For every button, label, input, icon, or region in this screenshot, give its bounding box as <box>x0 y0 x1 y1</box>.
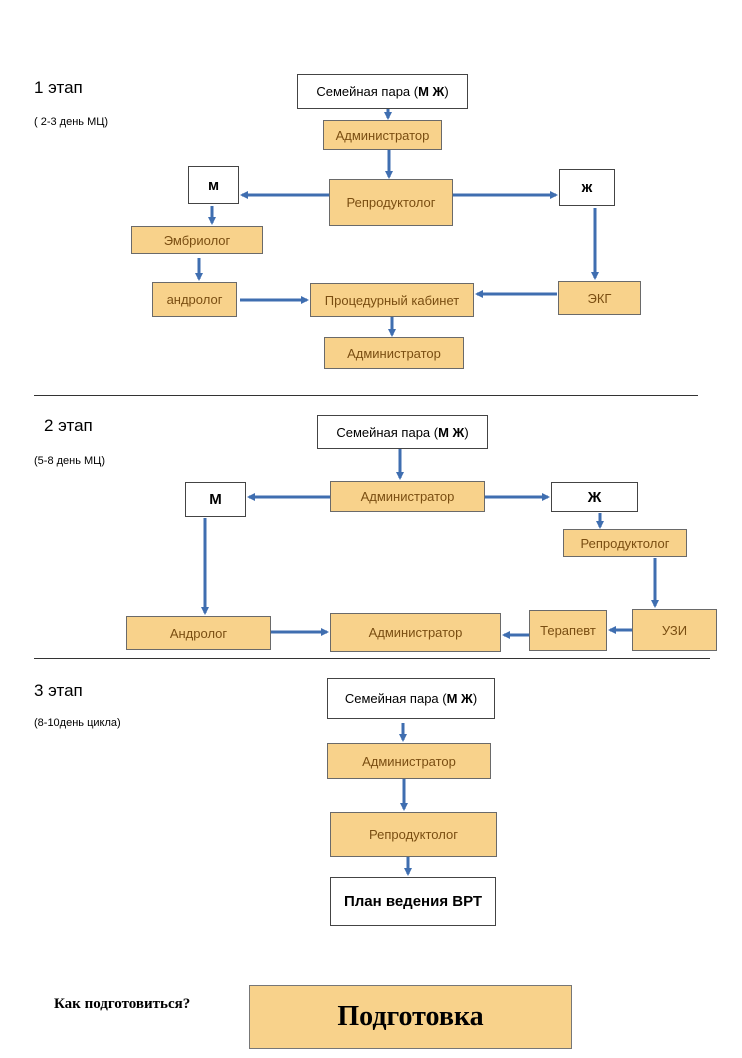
stage1-administrator-top: Администратор <box>323 120 442 150</box>
separator-2 <box>34 658 710 659</box>
preparation-button[interactable]: Подготовка <box>249 985 572 1049</box>
couple-prefix: Семейная пара ( <box>316 84 419 99</box>
couple-suffix: ) <box>444 84 449 99</box>
stage1-subtitle: ( 2-3 день МЦ) <box>34 116 109 128</box>
stage3-couple-box: Семейная пара (М Ж) <box>327 678 495 719</box>
couple-prefix: Семейная пара ( <box>344 691 447 706</box>
stage2-therapist: Терапевт <box>529 610 607 651</box>
couple-prefix: Семейная пара ( <box>336 424 439 440</box>
separator-1 <box>34 395 698 396</box>
stage1-embryologist: Эмбриолог <box>131 226 263 254</box>
stage2-reproductologist: Репродуктолог <box>563 529 687 557</box>
couple-bold: М Ж <box>418 84 445 99</box>
stage2-title: 2 этап <box>44 416 93 435</box>
stage1-reproductologist: Репродуктолог <box>329 179 453 226</box>
stage2-administrator-bottom: Администратор <box>330 613 501 652</box>
couple-suffix: ) <box>464 424 469 440</box>
stage1-male-box: м <box>188 166 239 204</box>
stage2-andrologist: Андролог <box>126 616 271 650</box>
stage1-administrator-bottom: Администратор <box>324 337 464 369</box>
stage3-subtitle: (8-10день цикла) <box>34 717 121 729</box>
stage3-title: 3 этап <box>34 681 83 700</box>
stage3-administrator: Администратор <box>327 743 491 779</box>
prepare-question: Как подготовиться? <box>54 996 191 1012</box>
stage2-female-box: Ж <box>551 482 638 512</box>
couple-bold: М Ж <box>438 424 465 440</box>
stage2-male-box: М <box>185 482 246 517</box>
stage2-couple-box: Семейная пара (М Ж) <box>317 415 488 449</box>
couple-bold: М Ж <box>446 691 473 706</box>
stage1-ecg: ЭКГ <box>558 281 641 315</box>
couple-suffix: ) <box>472 691 478 706</box>
stage2-subtitle: (5-8 день МЦ) <box>34 455 105 467</box>
stage1-title: 1 этап <box>34 78 83 97</box>
stage3-reproductologist: Репродуктолог <box>330 812 497 857</box>
stage2-ultrasound: УЗИ <box>632 609 717 651</box>
stage2-administrator-top: Администратор <box>330 481 485 512</box>
stage1-female-box: ж <box>559 169 615 206</box>
stage1-procedure-room: Процедурный кабинет <box>310 283 474 317</box>
stage1-andrologist: андролог <box>152 282 237 317</box>
stage1-couple-box: Семейная пара (М Ж) <box>297 74 468 109</box>
stage3-plan-box: План ведения ВРТ <box>330 877 496 926</box>
